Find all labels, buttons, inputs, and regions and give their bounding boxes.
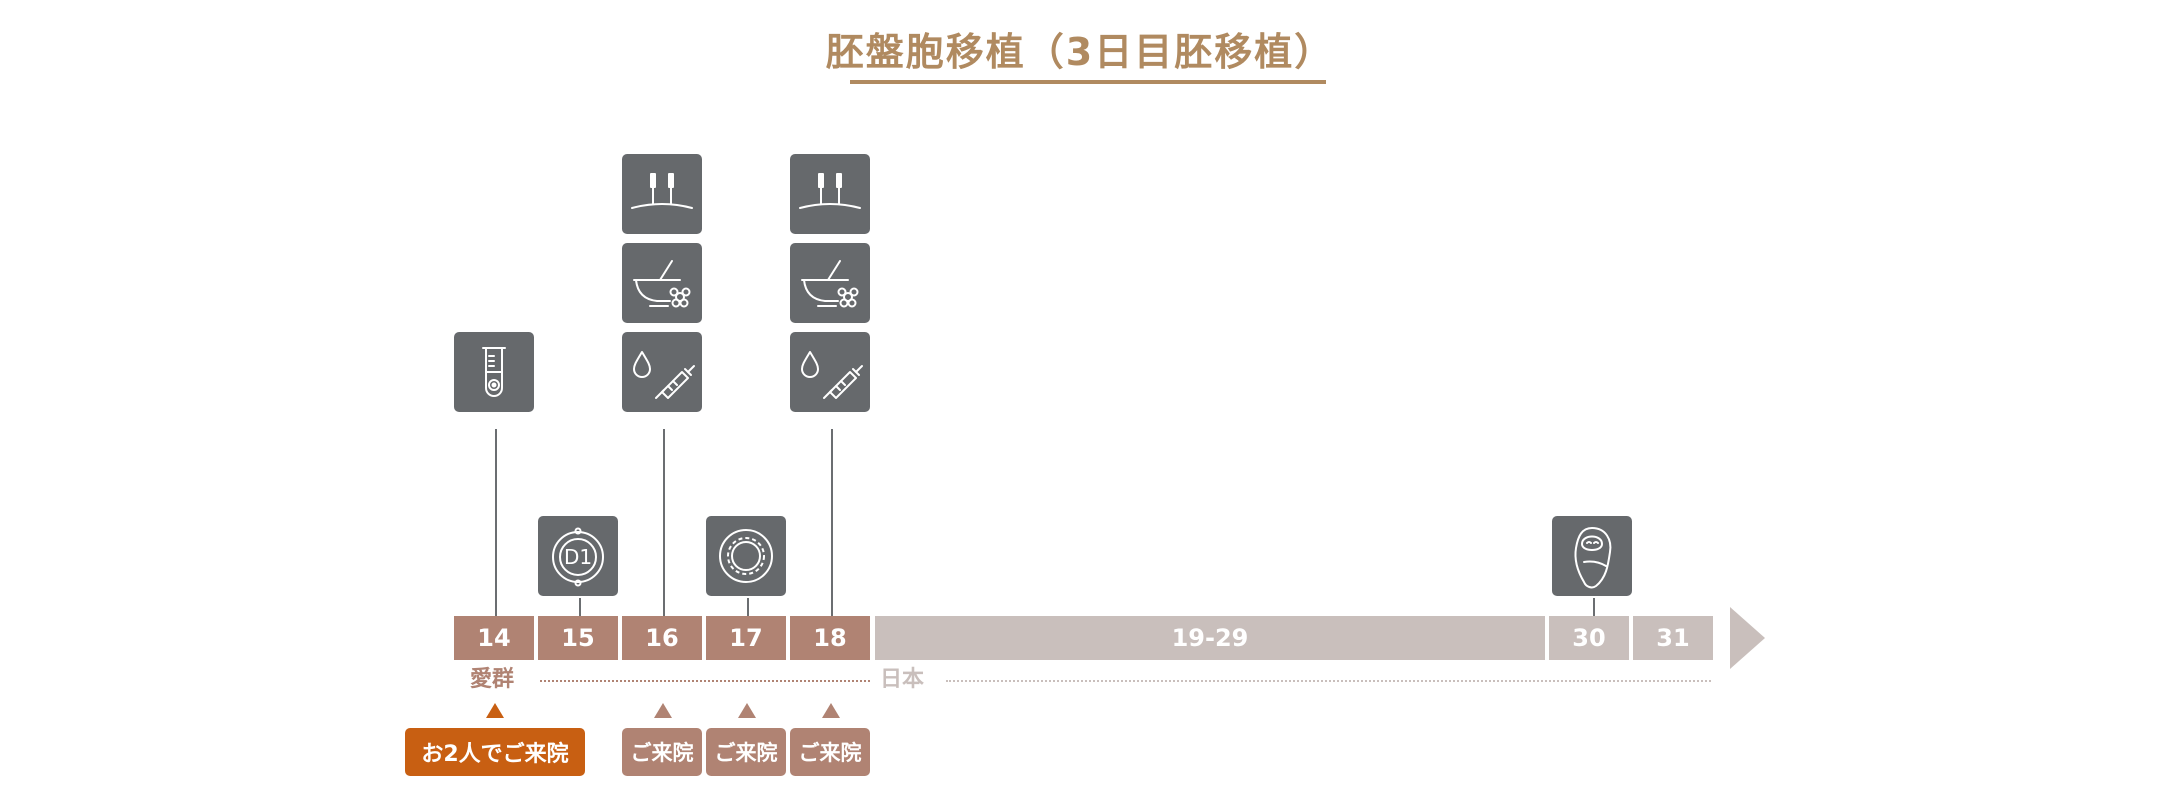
location-aichi: 愛群 xyxy=(470,667,515,692)
acupuncture-needles-icon xyxy=(790,154,870,234)
visit-marker-triangle xyxy=(486,703,504,718)
visit-marker-triangle xyxy=(822,703,840,718)
connector-line xyxy=(495,429,497,616)
page-title: 胚盤胞移植（3日目胚移植） xyxy=(825,30,1335,74)
day-cell-16: 16 xyxy=(622,616,702,660)
embryo-d1-label: D1 xyxy=(563,545,593,569)
connector-line xyxy=(579,598,581,616)
drop-syringe-icon xyxy=(622,332,702,412)
embryo-d1-icon: D1 xyxy=(538,516,618,596)
test-tube-icon xyxy=(454,332,534,412)
connector-line xyxy=(663,429,665,616)
day-cell-31: 31 xyxy=(1633,616,1713,660)
visit-badge: ご来院 xyxy=(790,728,870,776)
location-divider xyxy=(946,680,1711,682)
day-cell-30: 30 xyxy=(1549,616,1629,660)
visit-marker-triangle xyxy=(738,703,756,718)
visit-badge: ご来院 xyxy=(622,728,702,776)
acupuncture-needles-icon xyxy=(622,154,702,234)
location-japan: 日本 xyxy=(880,667,925,692)
drop-syringe-icon xyxy=(790,332,870,412)
day-cell-18: 18 xyxy=(790,616,870,660)
location-divider xyxy=(540,680,870,682)
day-cell-14: 14 xyxy=(454,616,534,660)
timeline-arrow-head xyxy=(1730,607,1765,669)
swaddled-baby-icon xyxy=(1552,516,1632,596)
visit-badge-together: お2人でご来院 xyxy=(405,728,585,776)
herbal-mortar-icon xyxy=(622,243,702,323)
connector-line xyxy=(747,598,749,616)
visit-badge: ご来院 xyxy=(706,728,786,776)
connector-line xyxy=(831,429,833,616)
connector-line xyxy=(1593,598,1595,616)
day-cell-15: 15 xyxy=(538,616,618,660)
title-underline xyxy=(850,80,1326,84)
blastocyst-icon xyxy=(706,516,786,596)
day-cell-17: 17 xyxy=(706,616,786,660)
day-cell-19-29: 19-29 xyxy=(875,616,1545,660)
visit-marker-triangle xyxy=(654,703,672,718)
herbal-mortar-icon xyxy=(790,243,870,323)
